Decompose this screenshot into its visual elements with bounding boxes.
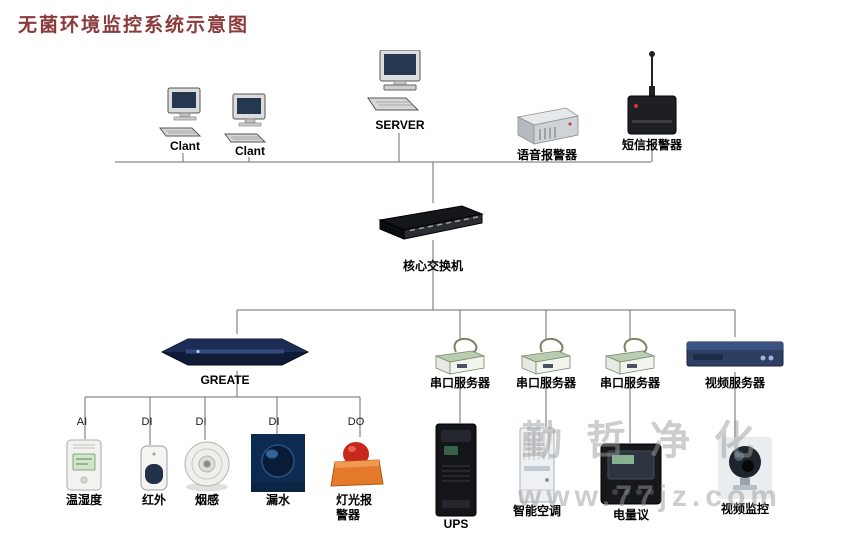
client2-computer-icon (223, 92, 273, 146)
port-label-di2: DI (195, 416, 207, 428)
light-alarm-icon (329, 436, 387, 490)
temp-humidity-sensor-icon (63, 438, 105, 492)
client1-computer-icon (158, 86, 208, 140)
voice-alarm-label: 语音报警器 (516, 148, 577, 162)
ups-icon (429, 422, 483, 518)
port-label-ai: AI (76, 416, 88, 428)
server-computer-icon (366, 49, 430, 120)
video-server-label: 视频服务器 (704, 376, 765, 390)
smart-ac-label: 智能空调 (512, 504, 561, 518)
water-leak-sensor-icon (251, 434, 305, 492)
page-title: 无菌环境监控系统示意图 (18, 15, 250, 36)
greate-rack-icon (160, 332, 310, 372)
serial-server3-icon (600, 336, 660, 378)
smoke-detector-label: 烟感 (194, 493, 219, 507)
water-leak-label: 漏水 (265, 493, 290, 507)
video-monitor-camera-icon (717, 436, 773, 500)
serial-server1-label: 串口服务器 (429, 376, 490, 390)
core-switch-label: 核心交换机 (402, 259, 463, 273)
video-monitor-label: 视频监控 (720, 502, 769, 516)
infrared-label: 红外 (141, 493, 166, 507)
serial-server3-label: 串口服务器 (599, 376, 660, 390)
smoke-detector-icon (181, 438, 233, 494)
client2-label: Clant (235, 144, 265, 158)
sms-alarm-device-icon (622, 50, 682, 142)
ups-label: UPS (443, 517, 469, 531)
power-meter-label: 电量议 (612, 508, 649, 522)
power-meter-icon (599, 442, 663, 506)
core-switch-icon (376, 202, 486, 242)
sms-alarm-label: 短信报警器 (621, 138, 682, 152)
port-label-di3: DI (268, 416, 280, 428)
server-label: SERVER (375, 118, 425, 132)
serial-server2-label: 串口服务器 (515, 376, 576, 390)
light-alarm-label: 灯光报警器 (336, 493, 373, 522)
temp-humidity-label: 温湿度 (65, 493, 102, 507)
infrared-sensor-icon (134, 444, 174, 492)
port-label-di1: DI (141, 416, 153, 428)
client1-label: Clant (170, 139, 200, 153)
serial-server2-icon (516, 336, 576, 378)
video-server-icon (685, 336, 785, 372)
port-label-do: DO (347, 416, 365, 428)
voice-alarm-device-icon (512, 104, 582, 149)
greate-label: GREATE (200, 373, 250, 387)
serial-server1-icon (430, 336, 490, 378)
smart-ac-icon (511, 426, 563, 506)
